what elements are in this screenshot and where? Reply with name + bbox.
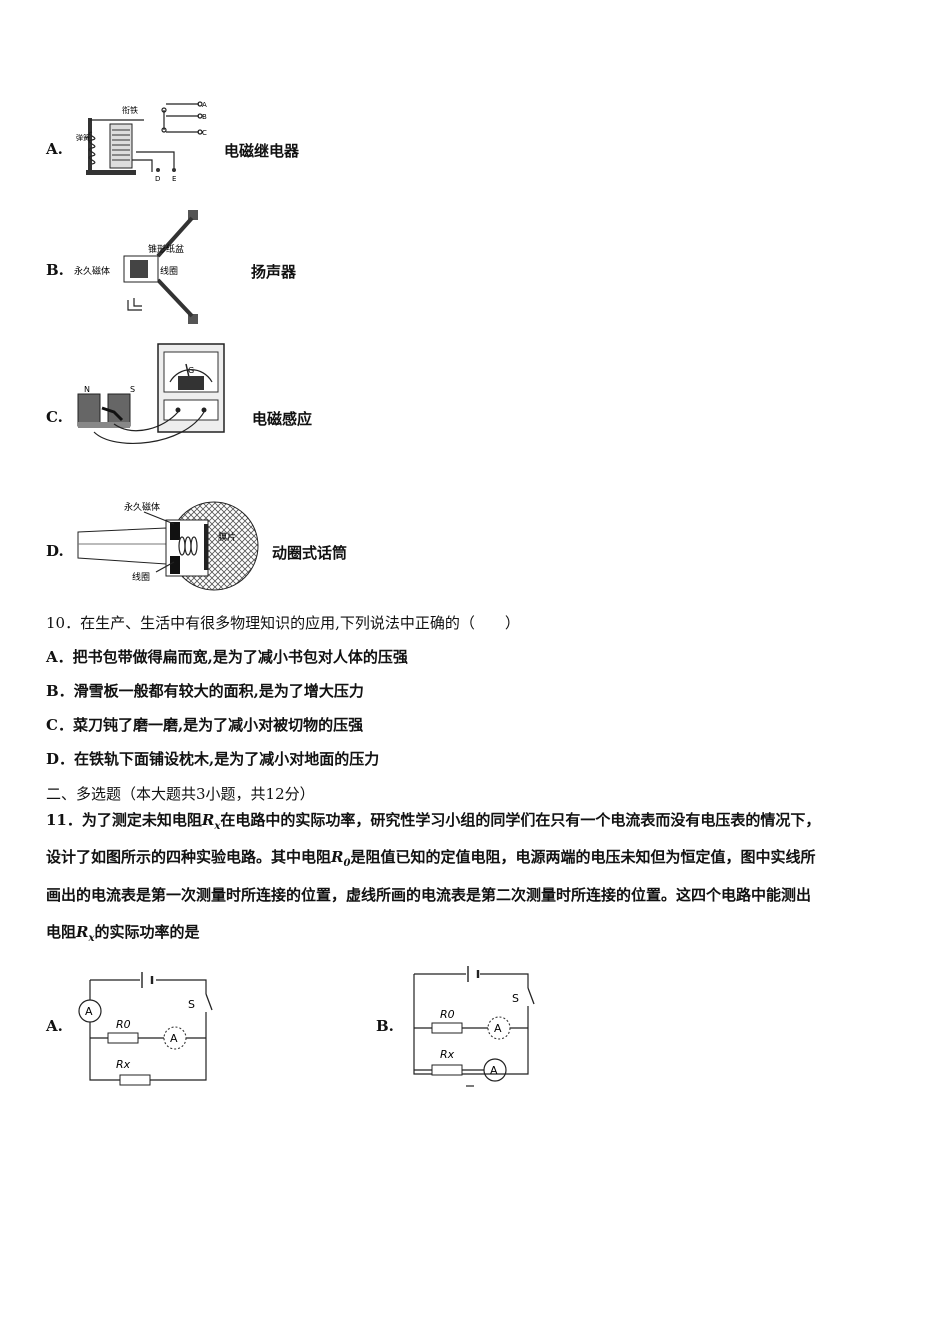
ammeter-a-dashed-label: A bbox=[170, 1032, 178, 1045]
relay-label-e: E bbox=[172, 175, 176, 183]
mic-label-magnet: 永久磁体 bbox=[124, 501, 160, 513]
option-c-caption: 电磁感应 bbox=[252, 410, 313, 428]
option-a-caption: 电磁继电器 bbox=[224, 142, 300, 160]
option-c-letter: C. bbox=[46, 408, 63, 426]
circuit-b-diagram: A A R0 Rx S bbox=[413, 966, 535, 1087]
circuit-b-r0-label: R0 bbox=[440, 1008, 455, 1021]
mic-label-diaphragm: 膜片 bbox=[218, 531, 236, 543]
relay-label-d: D bbox=[155, 175, 160, 183]
rx-symbol: Rx bbox=[201, 811, 221, 832]
loudspeaker-diagram: 锥形纸盆 永久磁体 线圈 bbox=[74, 210, 198, 324]
q11-line-4: 电阻Rx的实际功率的是 bbox=[46, 923, 200, 944]
circuit-b-letter: B. bbox=[376, 1017, 394, 1035]
circuit-a-switch-label: S bbox=[188, 998, 195, 1011]
q11-line-2: 设计了如图所示的四种实验电路。其中电阻R0是阻值已知的定值电阻，电源两端的电压未… bbox=[46, 848, 816, 869]
circuit-b-switch-label: S bbox=[512, 992, 519, 1005]
relay-label-spring: 弹簧 bbox=[76, 133, 90, 142]
section-heading: 二、多选题（本大题共3小题，共12分） bbox=[46, 785, 315, 803]
circuit-a-rx-label: Rx bbox=[116, 1058, 131, 1071]
speaker-label-magnet: 永久磁体 bbox=[74, 265, 110, 277]
rx-symbol: Rx bbox=[76, 923, 95, 944]
r0-symbol: R0 bbox=[331, 848, 351, 869]
relay-diagram: 衔铁 弹簧 A B C D E bbox=[76, 101, 207, 183]
induction-diagram: N S G bbox=[77, 343, 225, 444]
induction-label-g: G bbox=[188, 366, 194, 375]
q10-option-b: B．滑雪板一般都有较大的面积,是为了增大压力 bbox=[46, 682, 364, 700]
induction-label-s: S bbox=[130, 385, 135, 394]
option-b-letter: B. bbox=[46, 261, 64, 279]
relay-label-b: B bbox=[202, 113, 207, 121]
circuit-a-r0-label: R0 bbox=[116, 1018, 131, 1031]
induction-label-n: N bbox=[84, 385, 90, 394]
ammeter-b-dashed-label: A bbox=[494, 1022, 502, 1035]
option-d-caption: 动圈式话筒 bbox=[272, 544, 348, 562]
ammeter-a-label: A bbox=[85, 1005, 93, 1018]
circuit-a-diagram: A A R0 Rx S bbox=[78, 972, 213, 1086]
speaker-label-cone: 锥形纸盆 bbox=[148, 243, 184, 255]
ammeter-b-label: A bbox=[490, 1064, 498, 1077]
q11-line-1: 11．为了测定未知电阻Rx在电路中的实际功率，研究性学习小组的同学们在只有一个电… bbox=[46, 811, 821, 832]
q10-option-a: A．把书包带做得扁而宽,是为了减小书包对人体的压强 bbox=[46, 648, 408, 666]
mic-label-coil: 线圈 bbox=[132, 571, 150, 583]
relay-label-armature: 衔铁 bbox=[122, 105, 138, 115]
circuit-b-rx-label: Rx bbox=[440, 1048, 455, 1061]
q10-option-c: C．菜刀钝了磨一磨,是为了减小对被切物的压强 bbox=[46, 716, 364, 734]
q11-line-3: 画出的电流表是第一次测量时所连接的位置，虚线所画的电流表是第二次测量时所连接的位… bbox=[46, 886, 812, 904]
relay-label-c: C bbox=[202, 129, 207, 137]
q10-stem: 10．在生产、生活中有很多物理知识的应用,下列说法中正确的（ ） bbox=[46, 614, 520, 632]
relay-label-a: A bbox=[202, 101, 207, 109]
option-d-letter: D. bbox=[46, 542, 64, 560]
option-a-letter: A. bbox=[46, 140, 63, 158]
option-b-caption: 扬声器 bbox=[251, 263, 297, 281]
circuit-a-letter: A. bbox=[46, 1017, 63, 1035]
microphone-diagram: 永久磁体 膜片 线圈 bbox=[77, 501, 259, 591]
speaker-label-coil: 线圈 bbox=[160, 265, 178, 277]
q10-option-d: D．在铁轨下面铺设枕木,是为了减小对地面的压力 bbox=[46, 750, 380, 768]
